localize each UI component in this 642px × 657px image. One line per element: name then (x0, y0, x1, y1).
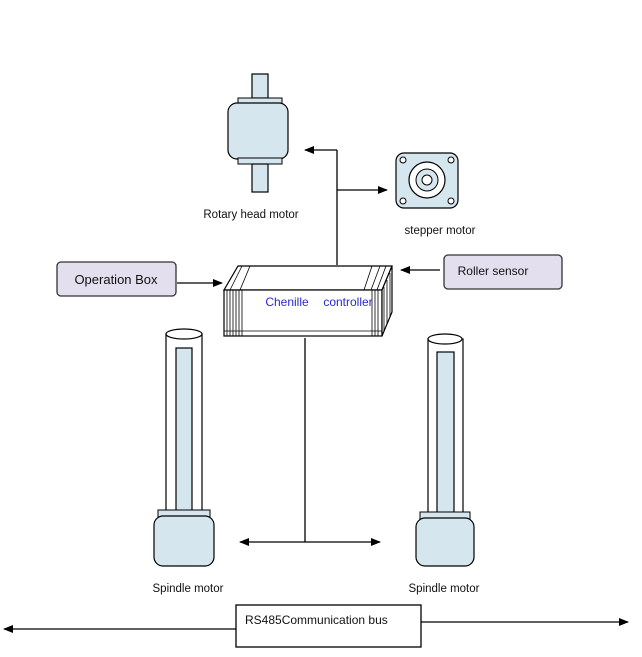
controller-label-2: controller (323, 295, 372, 309)
stepper-motor-icon (395, 152, 459, 209)
top-connector (304, 146, 388, 265)
bus-box (235, 604, 422, 648)
spindle-motor-right-label: Spindle motor (409, 583, 480, 595)
spindle-motor-left-label: Spindle motor (153, 583, 224, 595)
rotary-head-motor-icon (227, 73, 289, 193)
controller-label-1: Chenille (265, 295, 309, 309)
spindle-motor-left-icon (153, 328, 215, 567)
spindle-motor-right-icon (415, 333, 475, 567)
stepper-motor-label: stepper motor (405, 225, 476, 237)
roller-sensor-box (443, 254, 563, 290)
rotary-head-motor-label: Rotary head motor (203, 209, 298, 221)
bus-line (3, 618, 629, 633)
controller-box (222, 265, 393, 337)
roller-sensor-label: Roller sensor (458, 264, 529, 278)
bus-label: RS485Communication bus (245, 613, 388, 627)
operation-box-label: Operation Box (74, 272, 158, 287)
operation-box (56, 261, 177, 297)
